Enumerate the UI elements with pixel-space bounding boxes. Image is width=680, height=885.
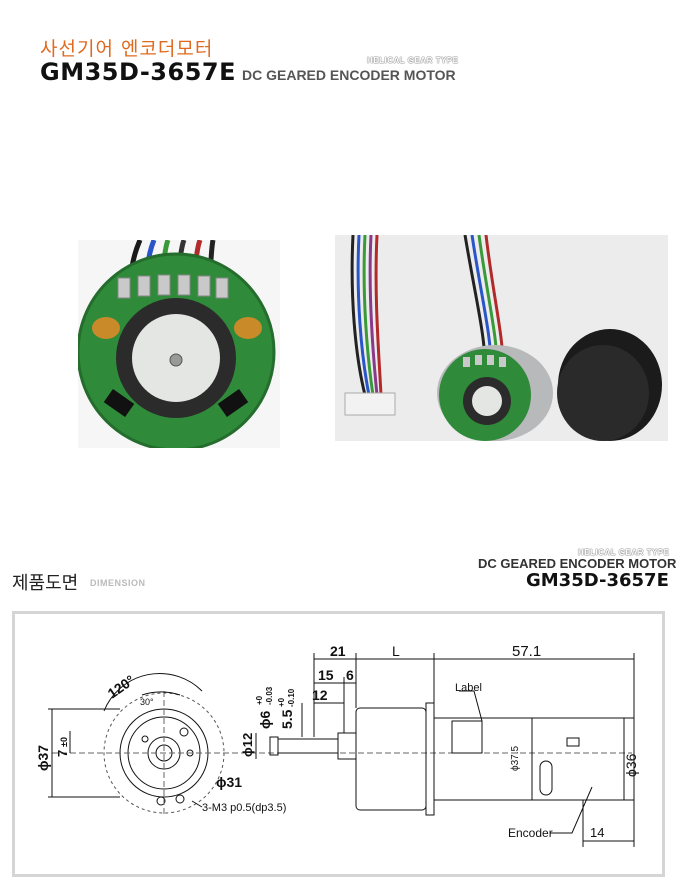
dim-5-5-tol-top: +0 [277, 697, 286, 707]
dim-12: 12 [312, 687, 328, 703]
encoder-pcb-photo [78, 240, 280, 448]
holes-spec: 3-M3 p0.5(dp3.5) [202, 802, 286, 814]
helical-tag: HELICAL GEAR TYPE [367, 56, 459, 65]
dim-7-tol: ±0 [59, 737, 69, 747]
dim-14: 14 [590, 825, 604, 840]
angle-30: 30° [140, 697, 154, 707]
dim-phi6-tol-top: +0 [255, 695, 264, 705]
dim-phi37: ϕ37 [35, 745, 51, 771]
dim-5-5: 5.5 [279, 709, 295, 729]
dim-phi37-5: ϕ37.5 [510, 745, 521, 771]
dim-l: L [392, 643, 400, 659]
label-callout: Label [455, 682, 482, 694]
dim-5-5-tol-bot: -0.10 [287, 688, 296, 707]
product-subtitle: DC GEARED ENCODER MOTOR [242, 67, 456, 83]
dim-7: 7 [55, 750, 70, 757]
angle-120: 120° [105, 672, 138, 702]
dim-15: 15 [318, 667, 334, 683]
dim-phi6: ϕ6 [257, 711, 273, 729]
dim-57-1: 57.1 [512, 643, 541, 660]
product-subtitle-2: DC GEARED ENCODER MOTOR [478, 556, 677, 571]
dimension-drawing: 21 L 57.1 15 6 12 ϕ6 +0 -0.03 5.5 +0 -0.… [35, 643, 639, 847]
dimension-korean-title: 제품도면 [12, 573, 79, 594]
dim-phi36: ϕ36 [623, 753, 639, 777]
model-title-2: GM35D-3657E [526, 570, 669, 591]
encoder-callout: Encoder [508, 826, 553, 840]
dim-6: 6 [346, 667, 354, 683]
korean-title: 사선기어 엔코더모터 [40, 38, 214, 60]
helical-tag-2: HELICAL GEAR TYPE [578, 548, 670, 557]
dimension-english-title: DIMENSION [90, 578, 146, 588]
dim-phi12: ϕ12 [240, 733, 255, 757]
dim-phi31: ϕ31 [216, 774, 242, 790]
dim-phi6-tol-bot: -0.03 [265, 686, 274, 705]
model-title: GM35D-3657E [40, 58, 236, 86]
motor-cable-photo [335, 235, 668, 441]
dim-21: 21 [330, 643, 346, 659]
